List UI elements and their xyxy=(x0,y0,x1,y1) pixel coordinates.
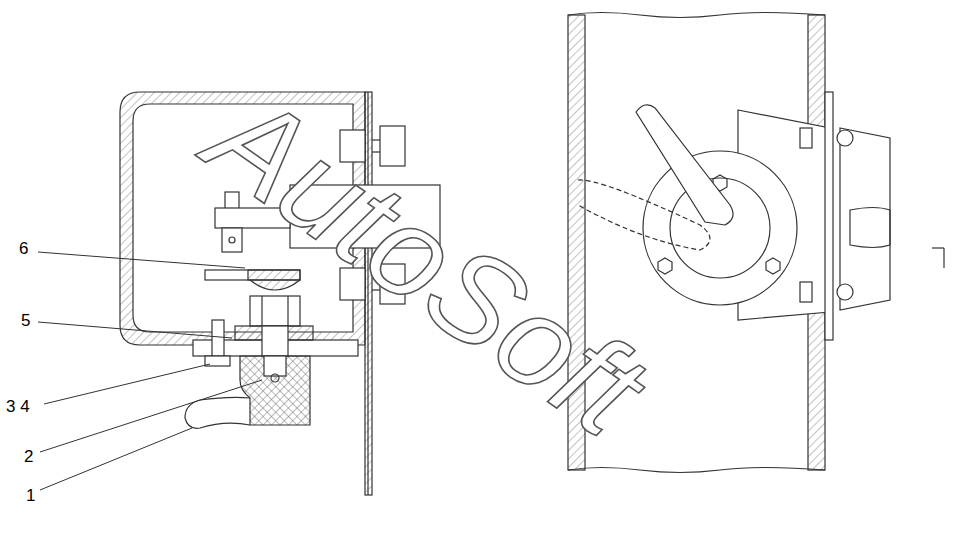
callout-number: 6 xyxy=(19,240,28,257)
callout-number: 3 4 xyxy=(6,398,30,415)
leader-lines xyxy=(38,252,262,490)
callout-number: 2 xyxy=(24,448,33,465)
callout-number: 1 xyxy=(26,487,35,504)
callout-number: 5 xyxy=(21,312,30,329)
